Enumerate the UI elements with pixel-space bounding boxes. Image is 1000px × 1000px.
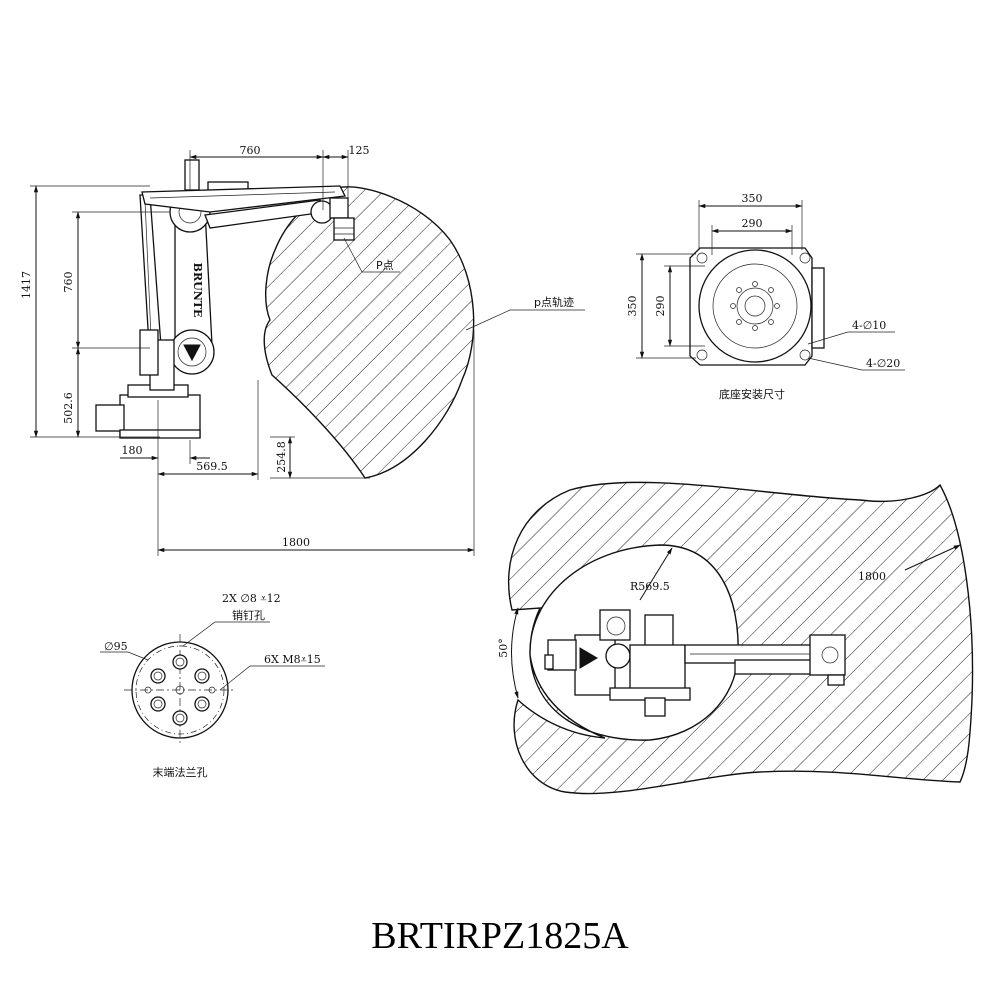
mounting-holes-large (696, 252, 811, 361)
top-radius: R569.5 (630, 580, 670, 593)
dim-760-left: 760 (62, 272, 75, 293)
base-dim-350-top: 350 (742, 192, 763, 205)
brand-text: BRUNTE (191, 263, 204, 318)
flange-caption: 末端法兰孔 (153, 765, 208, 779)
upper-arm (141, 185, 346, 213)
base-caption: 底座安装尺寸 (719, 387, 785, 401)
pin-label: 销钉孔 (232, 608, 265, 622)
hole-spec-small: 4-∅10 (852, 319, 886, 332)
model-name: BRTIRPZ1825A (371, 915, 629, 957)
side-view: BRUNTE 760 125 1417 760 502.6 180 569.5 … (20, 144, 585, 556)
dim-125: 125 (349, 144, 370, 157)
base-dim-290-left: 290 (654, 296, 667, 317)
flange-holes (144, 654, 216, 726)
top-angle: 50° (497, 638, 510, 658)
base-dim-290-top: 290 (742, 217, 763, 230)
dim-180: 180 (122, 444, 143, 457)
top-view: R569.5 50° 1800 (497, 481, 974, 795)
top-reach: 1800 (858, 570, 886, 583)
flange-view: 2X ∅8 ⩡12 销钉孔 ∅95 6X M8⩡15 末端法兰孔 (100, 592, 325, 779)
trajectory-label: p点轨迹 (534, 295, 574, 309)
dim-1800: 1800 (282, 536, 310, 549)
dim-569-5: 569.5 (196, 460, 228, 473)
dim-1417: 1417 (20, 271, 33, 299)
dim-760-top: 760 (240, 144, 261, 157)
hole-spec-large: 4-∅20 (866, 357, 900, 370)
base-dim-350-left: 350 (626, 296, 639, 317)
end-flange (333, 217, 355, 241)
dim-254-8: 254.8 (275, 441, 288, 473)
workspace-region-side (263, 186, 475, 479)
pin-spec: 2X ∅8 ⩡12 (222, 592, 281, 605)
base-mounting-view: 350 290 350 290 4-∅10 4-∅20 底座安装尺寸 (626, 192, 905, 401)
flange-diameter: ∅95 (104, 640, 128, 653)
dim-502-6: 502.6 (62, 392, 75, 424)
mounting-holes-small (730, 281, 780, 331)
p-point-label: P点 (376, 259, 394, 272)
thread-spec: 6X M8⩡15 (264, 653, 321, 666)
